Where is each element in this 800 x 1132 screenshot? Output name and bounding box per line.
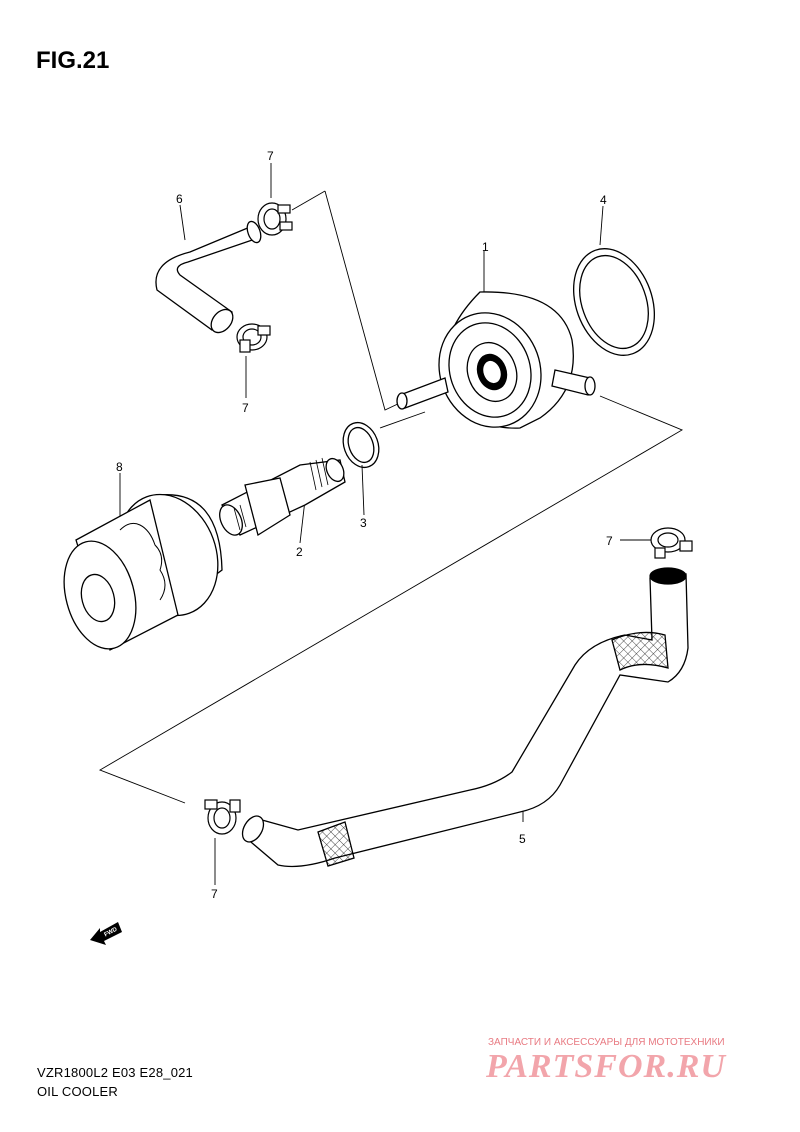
callout-2: 2 [296,545,303,559]
callout-7-right: 7 [606,534,613,548]
callout-7-bottom: 7 [211,887,218,901]
part-4-o-ring [572,248,656,356]
part-7-clamp-right [650,527,693,559]
part-5-long-hose [241,567,689,868]
part-7-clamp-top [257,202,293,236]
callout-3: 3 [360,516,367,530]
callout-7-top: 7 [267,149,274,163]
part-1-oil-cooler [396,291,596,429]
figure-title: FIG.21 [36,47,110,74]
callout-6: 6 [176,192,183,206]
section-name: OIL COOLER [37,1084,118,1099]
part-2-union-bolt [219,457,346,537]
fwd-arrow-icon: FWD [90,922,122,945]
callout-7-left: 7 [242,401,249,415]
part-7-clamp-bottom [204,799,241,835]
watermark-logo: PARTSFOR.RU [486,1048,726,1085]
part-7-clamp-left [236,323,271,353]
part-6-hose [155,220,262,334]
part-8-oil-filter [63,493,223,651]
callout-1: 1 [482,240,489,254]
part-3-gasket [342,421,380,469]
callout-8: 8 [116,460,123,474]
model-code: VZR1800L2 E03 E28_021 [37,1065,193,1080]
watermark-tagline: ЗАПЧАСТИ И АКСЕССУАРЫ ДЛЯ МОТОТЕХНИКИ [488,1037,725,1048]
callout-4: 4 [600,193,607,207]
callout-5: 5 [519,832,526,846]
